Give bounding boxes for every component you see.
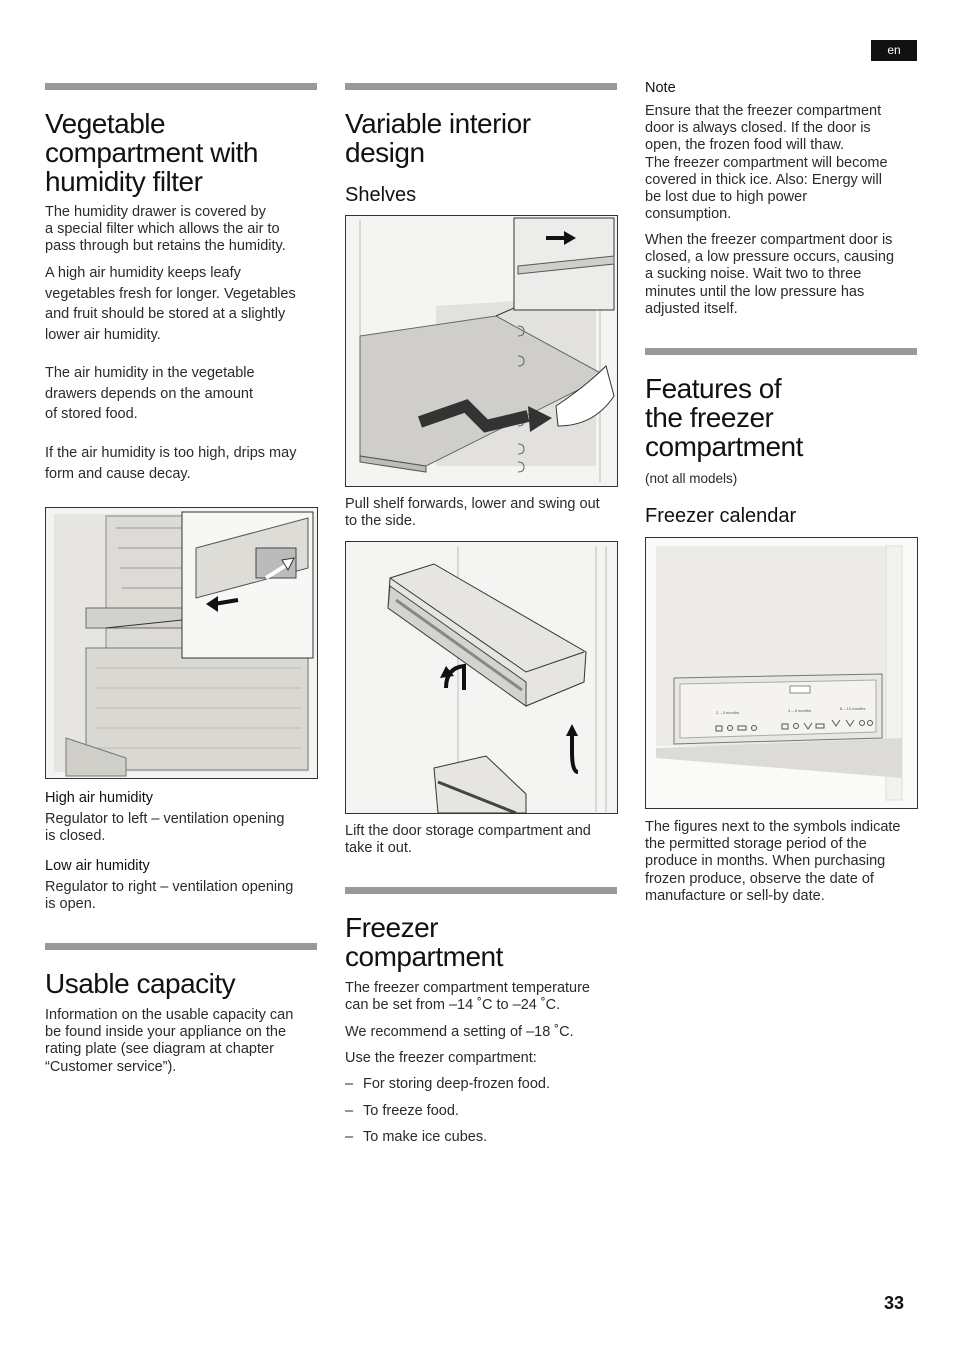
freezer-use-list: –For storing deep-frozen food. –To freez… bbox=[345, 1076, 617, 1156]
freezer-calendar-heading: Freezer calendar bbox=[645, 505, 797, 527]
calendar-caption: The figures next to the symbols indicate… bbox=[645, 819, 901, 904]
vegetable-paragraph-4: If the air humidity is too high, drips m… bbox=[45, 445, 297, 482]
freezer-use-text: Use the freezer compartment: bbox=[345, 1050, 537, 1066]
humidity-drawer-illustration bbox=[45, 507, 318, 779]
list-item: –To freeze food. bbox=[345, 1102, 459, 1119]
shelf-caption: Pull shelf forwards, lower and swing out… bbox=[345, 496, 600, 530]
low-humidity-label: Low air humidity bbox=[45, 858, 150, 874]
section-rule-variable bbox=[345, 83, 617, 90]
shelves-heading: Shelves bbox=[345, 184, 417, 206]
section-rule-freezer bbox=[345, 887, 617, 894]
list-item: –For storing deep-frozen food. bbox=[345, 1076, 550, 1092]
features-subtitle: (not all models) bbox=[645, 471, 738, 486]
shelf-illustration bbox=[345, 215, 618, 487]
calendar-label: 4 – 6 months bbox=[788, 708, 811, 713]
page-number: 33 bbox=[884, 1293, 905, 1313]
section-rule-usable bbox=[45, 943, 317, 950]
section-rule-features bbox=[645, 348, 917, 355]
freezer-calendar-illustration: 2 – 3 months 4 – 6 months 8 – 12 months bbox=[645, 537, 918, 809]
low-humidity-text: Regulator to right – ventilation opening… bbox=[45, 879, 294, 913]
usable-capacity-title: Usable capacity bbox=[45, 968, 236, 999]
note-label: Note bbox=[645, 80, 676, 96]
vegetable-section-title: Vegetable compartment with humidity filt… bbox=[45, 108, 258, 197]
list-item: –To make ice cubes. bbox=[345, 1129, 488, 1145]
door-storage-illustration bbox=[345, 541, 618, 814]
freezer-recommend-text: We recommend a setting of –18 ˚C. bbox=[345, 1024, 574, 1040]
calendar-label: 8 – 12 months bbox=[840, 706, 865, 711]
calendar-label: 2 – 3 months bbox=[716, 710, 739, 715]
section-rule-vegetable bbox=[45, 83, 317, 90]
language-tab: en bbox=[871, 40, 917, 61]
high-humidity-label: High air humidity bbox=[45, 790, 153, 806]
